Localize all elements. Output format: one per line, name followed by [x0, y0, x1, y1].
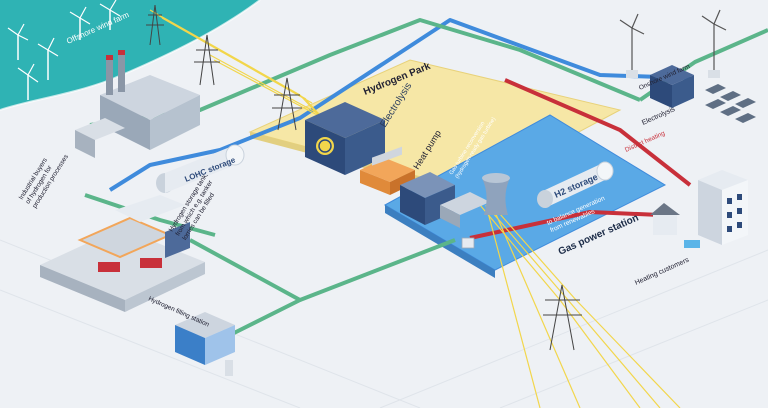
wind-turbine-icon: [99, 0, 121, 30]
pipes: [84, 18, 768, 337]
small-office: [175, 312, 235, 376]
pylons: [146, 4, 582, 351]
heating-customers-buildings: [650, 170, 748, 248]
lohc-tank: [156, 144, 245, 193]
pylon-3: [272, 77, 302, 131]
hydrogen-filling-station: [40, 195, 205, 312]
district-heating-pipe: [504, 78, 692, 187]
pylon-2: [194, 34, 220, 86]
wind-turbine-icon: [37, 37, 59, 80]
pylon-1: [146, 4, 164, 46]
pylon-4: [543, 284, 582, 351]
wind-turbine-icon: [17, 63, 39, 100]
heat-pump: [360, 146, 415, 195]
hydrogen-pipe-blue: [108, 18, 691, 192]
onshore-turbines: [619, 9, 727, 108]
industrial-plant: [75, 50, 200, 158]
power-lines: [149, 9, 681, 408]
solar-panels: [705, 84, 756, 123]
sea: [0, 0, 260, 110]
electrolysis-building: [305, 102, 385, 175]
wind-turbine-icon: [7, 23, 29, 60]
offshore-turbines: [7, 0, 121, 100]
wind-turbine-icon: [69, 6, 91, 40]
wind-turbine-icon: [619, 13, 645, 70]
gas-power-station-buildings: [400, 161, 614, 249]
gas-station-platform: [383, 114, 667, 271]
wind-turbine-icon: [701, 9, 727, 70]
